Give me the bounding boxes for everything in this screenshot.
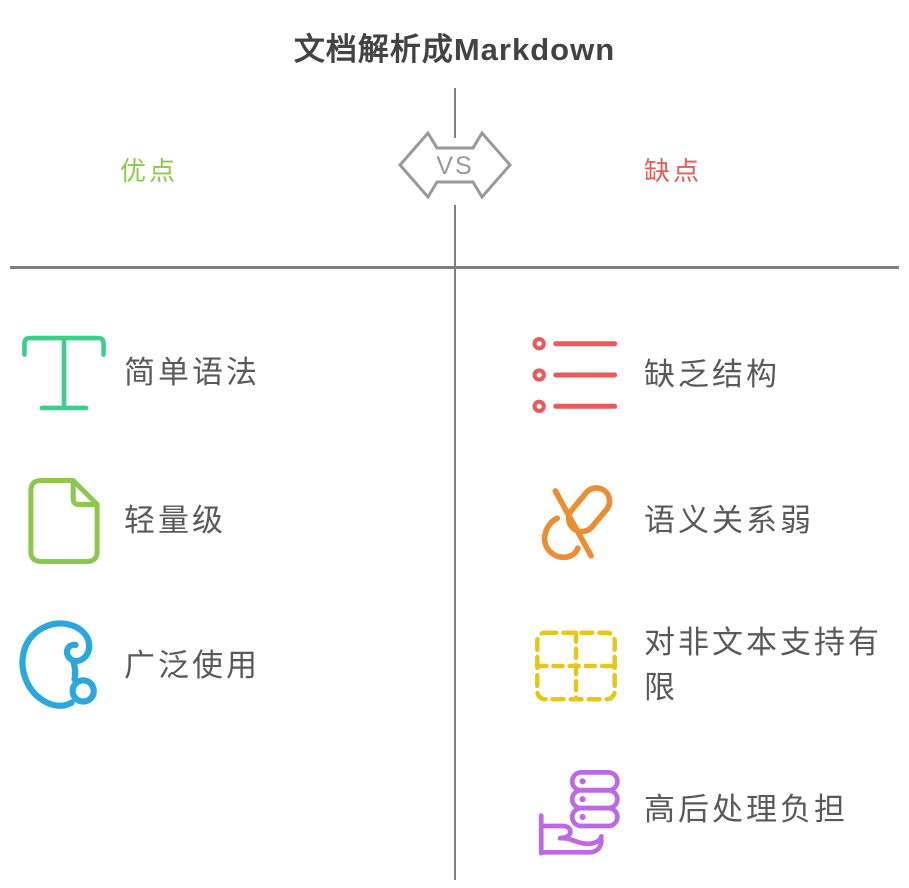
database-hand-icon	[528, 762, 624, 858]
vs-arrow-badge: VS	[398, 130, 512, 200]
dashed-table-icon	[528, 618, 624, 714]
item-label: 语义关系弱	[644, 502, 814, 538]
item-label: 轻量级	[124, 502, 226, 538]
cons-item-weak-semantics: 语义关系弱	[528, 473, 902, 569]
item-label: 广泛使用	[124, 647, 260, 683]
vs-label: VS	[436, 152, 473, 180]
pros-column-label: 优点	[120, 156, 179, 186]
pros-item-widely-used: 广泛使用	[16, 618, 446, 714]
center-vertical-line-top	[453, 88, 456, 138]
center-vertical-line-bottom	[453, 205, 456, 880]
horizontal-divider-line	[10, 266, 899, 269]
bullet-list-icon	[528, 327, 624, 423]
page-title: 文档解析成Markdown	[293, 32, 616, 67]
cons-item-lacks-structure: 缺乏结构	[528, 327, 902, 423]
pros-item-lightweight: 轻量级	[16, 473, 446, 569]
cons-item-postprocessing-burden: 高后处理负担	[528, 762, 902, 858]
cons-item-limited-nontext: 对非文本支持有限	[528, 618, 902, 714]
item-label: 高后处理负担	[644, 791, 848, 827]
document-icon	[16, 473, 112, 569]
broken-link-icon	[528, 473, 624, 569]
item-label: 简单语法	[124, 354, 260, 390]
item-label: 缺乏结构	[644, 356, 780, 392]
vs-arrow-shape	[398, 130, 512, 200]
item-label: 对非文本支持有限	[644, 625, 882, 705]
swirl-ring-icon	[16, 618, 112, 714]
pros-item-simple-syntax: 简单语法	[16, 325, 446, 421]
text-t-icon	[16, 325, 112, 421]
cons-column-label: 缺点	[644, 156, 703, 186]
